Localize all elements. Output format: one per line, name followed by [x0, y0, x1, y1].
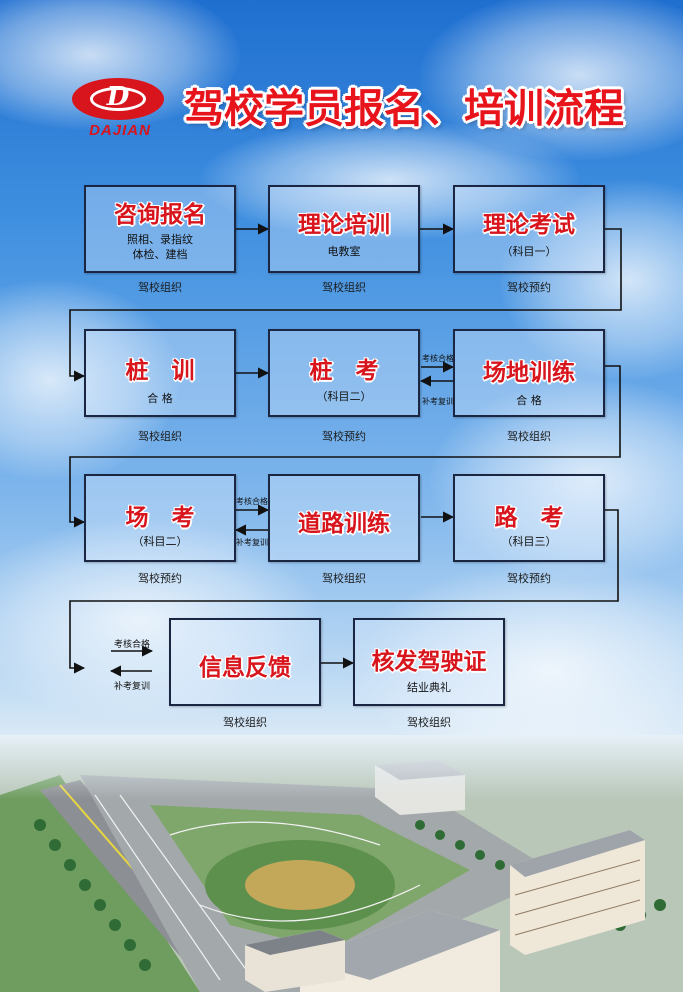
step-note: （科目三） [501, 535, 557, 548]
step-organizer: 驾校组织 [322, 572, 366, 585]
pass-note: 考核合格 [236, 497, 268, 506]
step-organizer: 驾校预约 [507, 281, 551, 294]
step-organizer: 驾校预约 [138, 572, 182, 585]
step-label: 核发驾驶证 [371, 648, 487, 675]
step-note: （科目一） [501, 245, 557, 258]
logo-ring [90, 87, 146, 111]
retake-note: 补考复训 [422, 397, 454, 406]
step-road-exam: 路 考 （科目三） [453, 474, 605, 562]
step-info-feedback: 信息反馈 [169, 618, 321, 706]
logo-brand-text: DAJIAN [89, 122, 151, 139]
arrow-wrap-2 [69, 365, 621, 528]
step-note: 合 格 [147, 392, 173, 405]
step-site-exam: 场 考 （科目二） [84, 474, 236, 562]
cloud [0, 520, 320, 720]
logo-emblem-icon: D [72, 78, 164, 120]
step-issue-license: 核发驾驶证 结业典礼 [353, 618, 505, 706]
cloud [430, 380, 683, 580]
arrow-wrap-3 [69, 509, 619, 674]
page-title: 驾校学员报名、培训流程 [184, 85, 624, 132]
step-theory-training: 理论培训 电教室 [268, 185, 420, 273]
step-theory-exam: 理论考试 （科目一） [453, 185, 605, 273]
step-note: 结业典礼 [407, 681, 451, 694]
retake-note: 补考复训 [236, 538, 268, 547]
step-note: 合 格 [516, 394, 542, 407]
logo-glyph: D [106, 82, 130, 112]
step-label: 场地训练 [483, 359, 575, 386]
step-label: 信息反馈 [199, 654, 291, 681]
step-label: 场 考 [125, 504, 195, 531]
pass-note: 考核合格 [113, 640, 150, 650]
retake-note: 补考复训 [113, 682, 150, 692]
step-organizer: 驾校预约 [322, 430, 366, 443]
step-organizer: 驾校组织 [507, 430, 551, 443]
step-label: 路 考 [494, 504, 564, 531]
step-consult-register: 咨询报名 照相、录指纹 体检、建档 [84, 185, 236, 273]
pass-note: 考核合格 [422, 354, 454, 363]
driving-school-aerial-image [0, 735, 683, 992]
step-note: 电教室 [327, 245, 361, 258]
step-label: 理论考试 [483, 211, 575, 238]
step-organizer: 驾校组织 [138, 281, 182, 294]
step-label: 理论培训 [298, 211, 390, 238]
step-site-training: 场地训练 合 格 [453, 329, 605, 417]
step-pile-training: 桩 训 合 格 [84, 329, 236, 417]
step-pile-exam: 桩 考 （科目二） [268, 329, 420, 417]
arrow-wrap-1 [69, 228, 622, 382]
step-organizer: 驾校组织 [223, 716, 267, 729]
step-organizer: 驾校组织 [322, 281, 366, 294]
step-road-training: 道路训练 [268, 474, 420, 562]
step-label: 桩 训 [125, 357, 195, 384]
step-label: 咨询报名 [114, 201, 206, 228]
step-label: 道路训练 [298, 510, 390, 537]
step-label: 桩 考 [309, 357, 379, 384]
step-note: （科目二） [316, 390, 372, 403]
dajian-logo: D DAJIAN [64, 78, 176, 140]
step-note: 体检、建档 [132, 248, 188, 261]
step-organizer: 驾校预约 [507, 572, 551, 585]
step-organizer: 驾校组织 [407, 716, 451, 729]
cloud [200, 120, 580, 240]
step-organizer: 驾校组织 [138, 430, 182, 443]
step-note: 照相、录指纹 [127, 233, 193, 246]
step-note: （科目二） [132, 535, 188, 548]
